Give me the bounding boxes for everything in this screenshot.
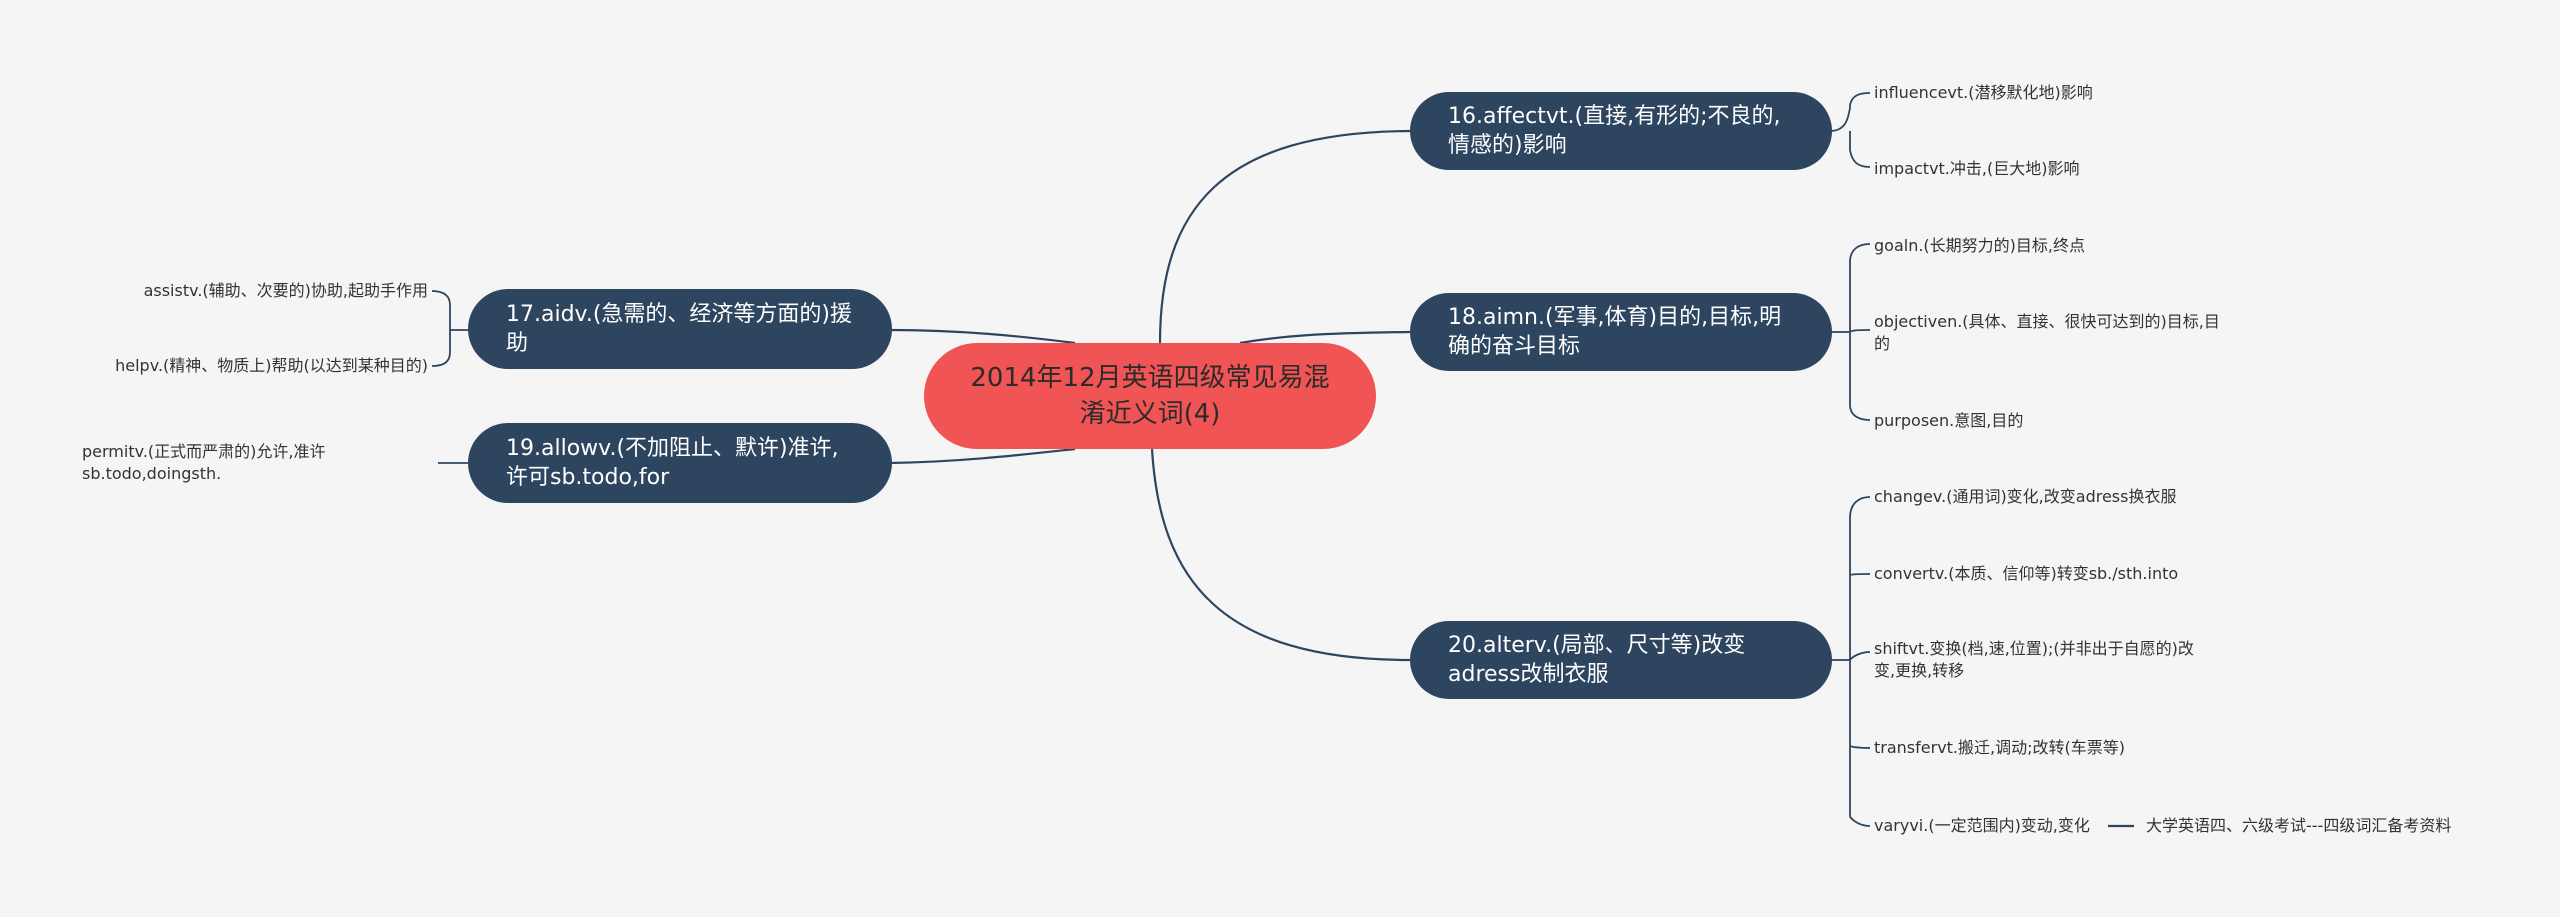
leaf-purpose[interactable]: purposen.意图,目的 bbox=[1874, 410, 2023, 432]
leaf-label: convertv.(本质、信仰等)转变sb./sth.into bbox=[1874, 564, 2179, 583]
branch-20-alter[interactable]: 20.alterv.(局部、尺寸等)改变adress改制衣服 bbox=[1410, 621, 1832, 699]
root-topic[interactable]: 2014年12月英语四级常见易混淆近义词(4) bbox=[924, 343, 1376, 449]
leaf-vary-extra[interactable]: 大学英语四、六级考试---四级词汇备考资料 bbox=[2146, 815, 2451, 837]
bracket-b17 bbox=[431, 290, 470, 367]
leaf-change[interactable]: changev.(通用词)变化,改变adress换衣服 bbox=[1874, 486, 2176, 508]
leaf-label: objectiven.(具体、直接、很快可达到的)目标,目的 bbox=[1874, 312, 2220, 353]
branch-label: 16.affectvt.(直接,有形的;不良的,情感的)影响 bbox=[1448, 104, 1781, 158]
leaf-label: varyvi.(一定范围内)变动,变化 bbox=[1874, 816, 2090, 835]
leaf-assist[interactable]: assistv.(辅助、次要的)协助,起助手作用 bbox=[60, 280, 428, 302]
link-root-b20 bbox=[1150, 448, 1411, 662]
leaf-transfer[interactable]: transfervt.搬迁,调动;改转(车票等) bbox=[1874, 737, 2125, 759]
root-topic-label: 2014年12月英语四级常见易混淆近义词(4) bbox=[970, 363, 1330, 429]
link-root-b16 bbox=[1158, 129, 1411, 344]
leaf-label: shiftvt.变换(档,速,位置);(并非出于自愿的)改变,更换,转移 bbox=[1874, 639, 2194, 680]
leaf-vary[interactable]: varyvi.(一定范围内)变动,变化 bbox=[1874, 815, 2090, 837]
bracket-b18 bbox=[1830, 243, 1871, 421]
leaf-label: permitv.(正式而严肃的)允许,准许sb.todo,doingsth. bbox=[82, 442, 326, 483]
leaf-label: assistv.(辅助、次要的)协助,起助手作用 bbox=[143, 281, 428, 300]
branch-label: 20.alterv.(局部、尺寸等)改变adress改制衣服 bbox=[1448, 633, 1746, 687]
branch-18-aim[interactable]: 18.aimn.(军事,体育)目的,目标,明确的奋斗目标 bbox=[1410, 293, 1832, 371]
leaf-influence[interactable]: influencevt.(潜移默化地)影响 bbox=[1874, 82, 2093, 104]
branch-17-aid[interactable]: 17.aidv.(急需的、经济等方面的)援助 bbox=[468, 289, 892, 369]
bracket-b16 bbox=[1829, 92, 1871, 168]
leaf-label: transfervt.搬迁,调动;改转(车票等) bbox=[1874, 738, 2125, 757]
link-root-b18 bbox=[1239, 330, 1411, 345]
leaf-label: helpv.(精神、物质上)帮助(以达到某种目的) bbox=[115, 356, 428, 375]
leaf-permit[interactable]: permitv.(正式而严肃的)允许,准许sb.todo,doingsth. bbox=[82, 441, 432, 485]
leaf-label: impactvt.冲击,(巨大地)影响 bbox=[1874, 159, 2080, 178]
leaf-label: purposen.意图,目的 bbox=[1874, 411, 2024, 430]
leaf-label: 大学英语四、六级考试---四级词汇备考资料 bbox=[2146, 816, 2452, 835]
leaf-objective[interactable]: objectiven.(具体、直接、很快可达到的)目标,目的 bbox=[1874, 311, 2234, 355]
leaf-goal[interactable]: goaln.(长期努力的)目标,终点 bbox=[1874, 235, 2085, 257]
bracket-b20 bbox=[1830, 496, 1871, 827]
link-root-b17 bbox=[889, 328, 1076, 345]
leaf-shift[interactable]: shiftvt.变换(档,速,位置);(并非出于自愿的)改变,更换,转移 bbox=[1874, 638, 2214, 682]
branch-label: 19.allowv.(不加阻止、默许)准许,许可sb.todo,for bbox=[506, 436, 839, 490]
branch-label: 17.aidv.(急需的、经济等方面的)援助 bbox=[506, 302, 853, 356]
leaf-impact[interactable]: impactvt.冲击,(巨大地)影响 bbox=[1874, 158, 2079, 180]
leaf-label: changev.(通用词)变化,改变adress换衣服 bbox=[1874, 487, 2177, 506]
leaf-convert[interactable]: convertv.(本质、信仰等)转变sb./sth.into bbox=[1874, 563, 2178, 585]
leaf-label: goaln.(长期努力的)目标,终点 bbox=[1874, 236, 2085, 255]
branch-19-allow[interactable]: 19.allowv.(不加阻止、默许)准许,许可sb.todo,for bbox=[468, 423, 892, 503]
link-root-b19 bbox=[889, 447, 1076, 465]
leaf-label: influencevt.(潜移默化地)影响 bbox=[1874, 83, 2093, 102]
leaf-help[interactable]: helpv.(精神、物质上)帮助(以达到某种目的) bbox=[60, 355, 428, 377]
branch-16-affect[interactable]: 16.affectvt.(直接,有形的;不良的,情感的)影响 bbox=[1410, 92, 1832, 170]
branch-label: 18.aimn.(军事,体育)目的,目标,明确的奋斗目标 bbox=[1448, 305, 1782, 359]
